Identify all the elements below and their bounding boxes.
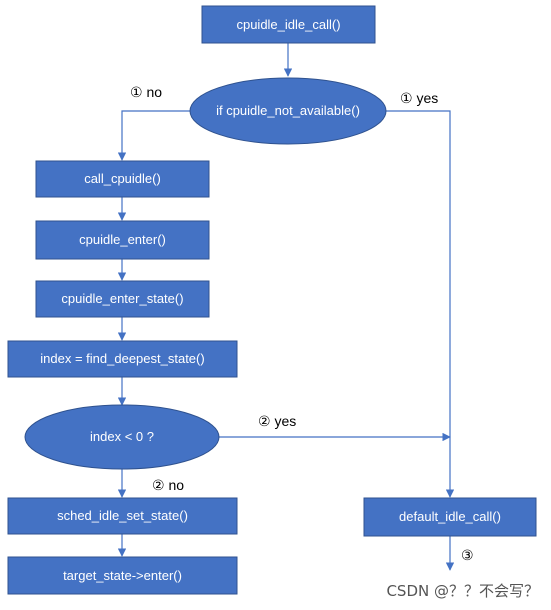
node-find-deepest-state: index = find_deepest_state(): [7, 340, 238, 378]
label-step3: ③: [461, 547, 474, 563]
node-cpuidle-idle-call: cpuidle_idle_call(): [201, 5, 376, 44]
label-step1-no: ① no: [130, 84, 162, 100]
node-call-cpuidle: call_cpuidle(): [35, 160, 210, 198]
node-sched-idle-set-state-label: sched_idle_set_state(): [57, 508, 188, 523]
watermark: CSDN @？？不会写？: [386, 582, 539, 600]
node-default-idle-call: default_idle_call(): [363, 497, 537, 537]
node-cpuidle-enter-label: cpuidle_enter(): [79, 232, 166, 247]
edges: [117, 43, 455, 571]
node-cpuidle-not-available: if cpuidle_not_available(): [189, 77, 387, 145]
node-call-cpuidle-label: call_cpuidle(): [84, 171, 161, 186]
node-cpuidle-enter-state: cpuidle_enter_state(): [35, 280, 210, 318]
edge-check-no-to-call-cpuidle: [117, 110, 190, 161]
node-target-state-enter-label: target_state->enter(): [63, 568, 182, 583]
node-index-check: index < 0 ?: [24, 404, 220, 470]
node-sched-idle-set-state: sched_idle_set_state(): [7, 497, 238, 535]
node-cpuidle-not-available-label: if cpuidle_not_available(): [216, 103, 360, 118]
node-cpuidle-enter: cpuidle_enter(): [35, 220, 210, 260]
edge-check-yes-to-default-idle: [386, 110, 455, 498]
nodes: cpuidle_idle_call() if cpuidle_not_avail…: [7, 5, 537, 595]
edge-labels: ① no ① yes ② yes ② no ③: [130, 84, 474, 563]
label-step2-no: ② no: [152, 477, 184, 493]
node-cpuidle-enter-state-label: cpuidle_enter_state(): [61, 291, 183, 306]
label-step2-yes: ② yes: [258, 413, 296, 429]
node-cpuidle-idle-call-label: cpuidle_idle_call(): [236, 17, 340, 32]
node-target-state-enter: target_state->enter(): [7, 556, 238, 595]
node-default-idle-call-label: default_idle_call(): [399, 509, 501, 524]
node-index-check-label: index < 0 ?: [90, 429, 154, 444]
node-find-deepest-state-label: index = find_deepest_state(): [40, 351, 204, 366]
label-step1-yes: ① yes: [400, 90, 438, 106]
